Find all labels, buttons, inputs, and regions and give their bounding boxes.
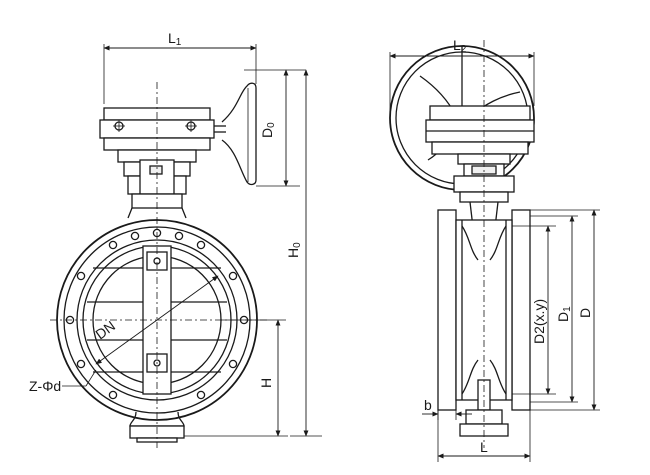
label-L2: L2 bbox=[453, 37, 467, 55]
gearbox bbox=[99, 107, 226, 151]
label-b: b bbox=[424, 397, 432, 413]
side-gearbox bbox=[425, 105, 535, 155]
label-D: D bbox=[577, 308, 593, 318]
label-D2: D2(x.y) bbox=[531, 299, 547, 344]
label-D0: D0 bbox=[259, 122, 277, 138]
label-L1: L1 bbox=[168, 30, 182, 48]
handwheel-lever bbox=[221, 82, 257, 186]
side-view: L2 D2(x.y) D1 D b L bbox=[389, 37, 600, 462]
label-H: H bbox=[258, 378, 274, 388]
label-L: L bbox=[480, 439, 488, 455]
label-Z-phi-d: Z-Φd bbox=[29, 378, 61, 394]
label-D1: D1 bbox=[555, 306, 573, 322]
label-H0: H0 bbox=[285, 242, 303, 258]
front-view: L1 D0 H0 DN H Z-Φd bbox=[29, 30, 322, 448]
